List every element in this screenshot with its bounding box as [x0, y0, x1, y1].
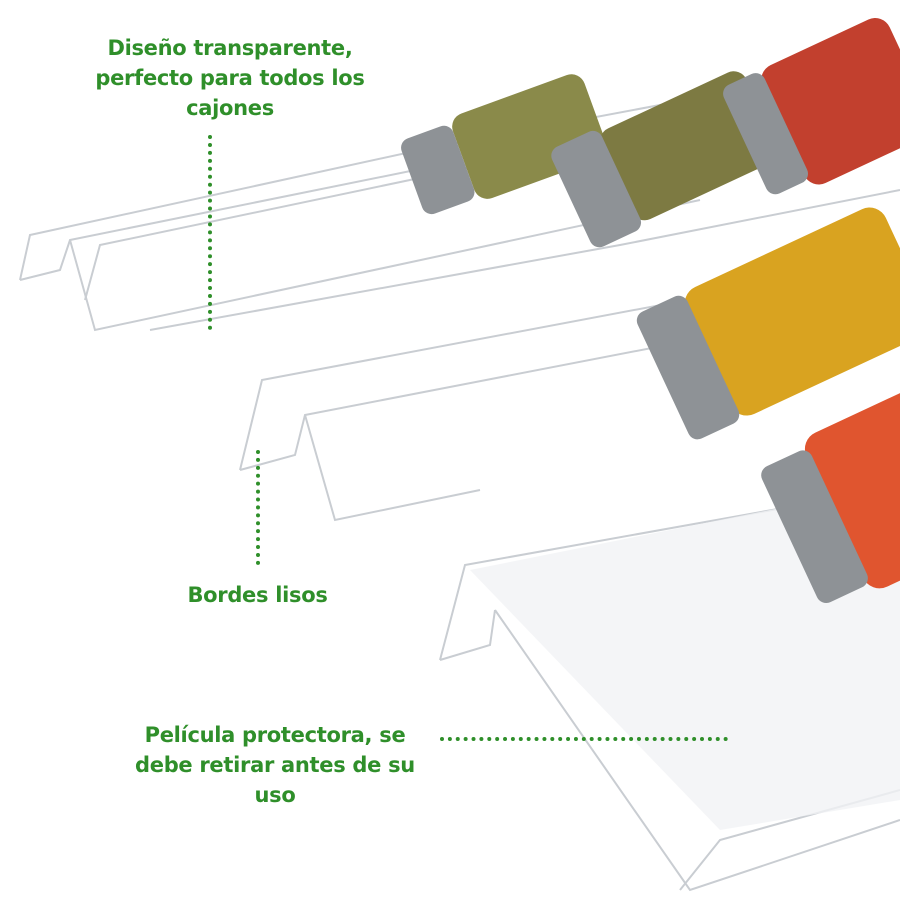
dotted-leader-line	[208, 135, 212, 330]
callout-line: cajones	[186, 96, 274, 120]
dotted-leader-line	[256, 450, 260, 565]
callout-transparent-design: Diseño transparente, perfecto para todos…	[60, 33, 400, 123]
callout-smooth-edges: Bordes lisos	[150, 580, 365, 610]
callout-line: Bordes lisos	[187, 583, 328, 607]
callout-line: perfecto para todos los	[95, 66, 365, 90]
acrylic-rack-tiers	[19, 59, 900, 892]
spice-jars	[401, 18, 900, 604]
callout-line: debe retirar antes de su	[135, 753, 415, 777]
protective-film	[470, 500, 900, 830]
jar-orange	[761, 386, 900, 604]
callout-line: uso	[254, 783, 296, 807]
jar-red	[723, 18, 900, 195]
callout-line: Película protectora, se	[144, 723, 406, 747]
dotted-leader-line	[440, 737, 728, 741]
jar-yellow	[636, 207, 900, 440]
callout-protective-film: Película protectora, se debe retirar ant…	[110, 720, 440, 810]
callout-line: Diseño transparente,	[107, 36, 353, 60]
